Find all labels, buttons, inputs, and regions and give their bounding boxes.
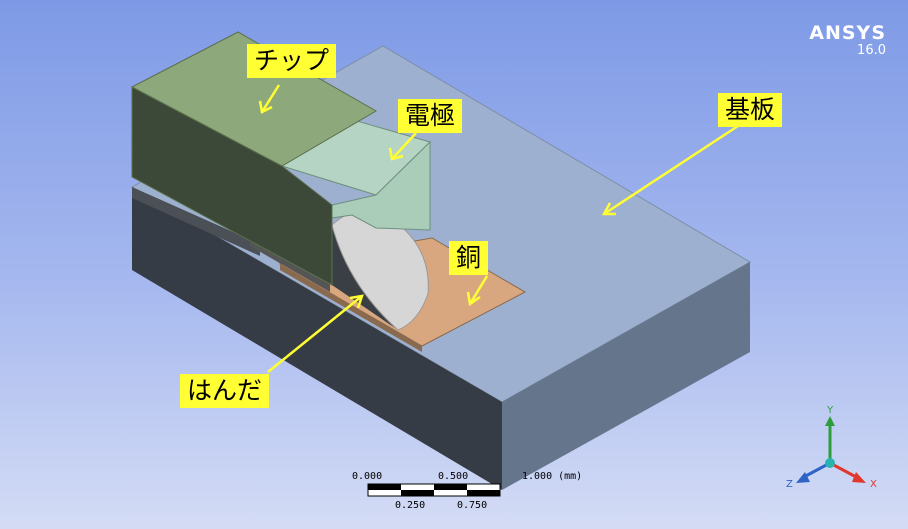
axis-x-line <box>829 461 859 480</box>
axis-triad[interactable]: Y X Z <box>786 405 877 490</box>
axis-origin <box>825 458 835 468</box>
ansys-logo: ANSYS 16.0 <box>809 22 886 58</box>
chip-front <box>131 86 333 286</box>
substrate-left-face <box>132 187 502 490</box>
chip-underside <box>132 187 260 256</box>
scale-tick-500: 0.500 <box>438 471 469 482</box>
scale-tick-0: 0.000 <box>352 471 383 482</box>
label-solder: はんだ <box>180 374 270 408</box>
axis-y-head <box>825 416 835 426</box>
axis-z-head <box>796 472 810 483</box>
ansys-logo-name: ANSYS <box>809 22 886 44</box>
axis-x-label: X <box>870 479 877 490</box>
axis-x-head <box>852 472 866 483</box>
axis-z-label: Z <box>786 479 793 490</box>
substrate-right-face <box>502 262 750 490</box>
copper-pad-front <box>280 264 422 352</box>
label-copper: 銅 <box>449 241 489 275</box>
solder-side <box>332 225 395 328</box>
label-substrate: 基板 <box>718 93 783 127</box>
ansys-version: 16.0 <box>857 43 886 58</box>
scale-tick-250: 0.250 <box>395 500 426 511</box>
scale-tick-750: 0.750 <box>457 500 488 511</box>
scale-bar <box>367 483 501 497</box>
chip-body[interactable] <box>130 31 377 286</box>
annotation-arrows <box>258 84 739 373</box>
label-electrode: 電極 <box>398 99 463 133</box>
scale-tick-1000: 1.000 (mm) <box>522 471 583 482</box>
axis-y-label: Y <box>826 405 834 416</box>
electrode-front <box>331 140 431 231</box>
label-chip: チップ <box>247 44 337 78</box>
